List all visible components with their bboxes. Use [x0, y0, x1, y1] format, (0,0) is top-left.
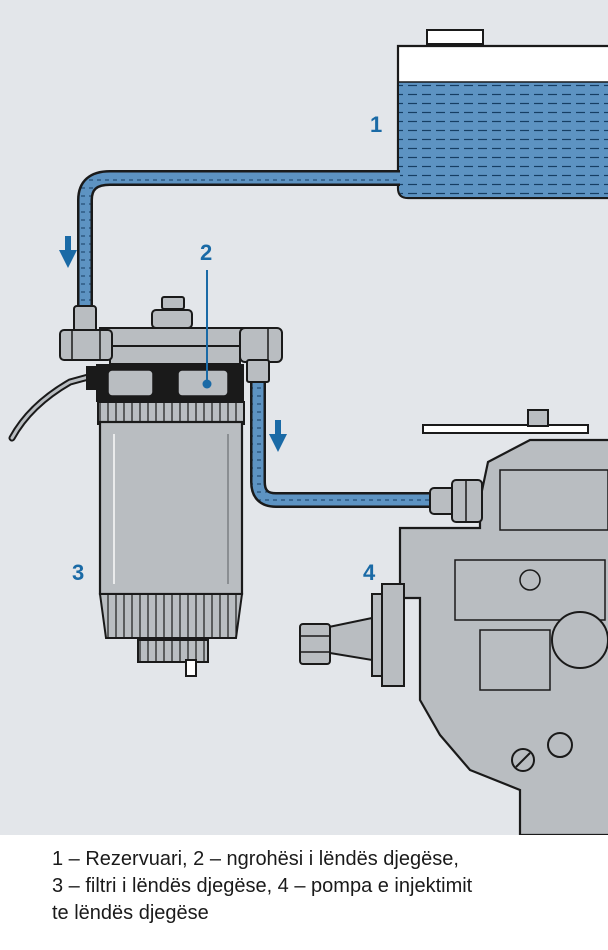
- arrow-down-icon: [59, 236, 77, 268]
- injection-pump: [299, 409, 608, 835]
- caption-line-2: 3 – filtri i lëndës djegëse, 4 – pompa e…: [52, 875, 473, 897]
- fuel-line-tank-to-filter: [77, 170, 400, 320]
- label-filter: 3: [72, 560, 85, 585]
- label-tank: 1: [370, 112, 383, 137]
- diagram-panel: 1 2 3 4: [0, 0, 608, 835]
- heater-cable: [8, 366, 100, 442]
- fuel-system-diagram: [8, 29, 608, 835]
- label-pump: 4: [363, 560, 376, 585]
- fuel-filter: [59, 296, 283, 677]
- fuel-tank: [396, 29, 608, 200]
- figure-caption: 1 – Rezervuari, 2 – ngrohësi i lëndës dj…: [52, 846, 592, 927]
- arrow-down-icon: [269, 420, 287, 452]
- heater-marker: [202, 379, 212, 389]
- caption-line-1: 1 – Rezervuari, 2 – ngrohësi i lëndës dj…: [52, 848, 459, 870]
- caption-line-3: te lëndës djegëse: [52, 902, 209, 924]
- fuel-line-filter-to-pump: [250, 378, 440, 508]
- label-heater: 2: [200, 240, 213, 265]
